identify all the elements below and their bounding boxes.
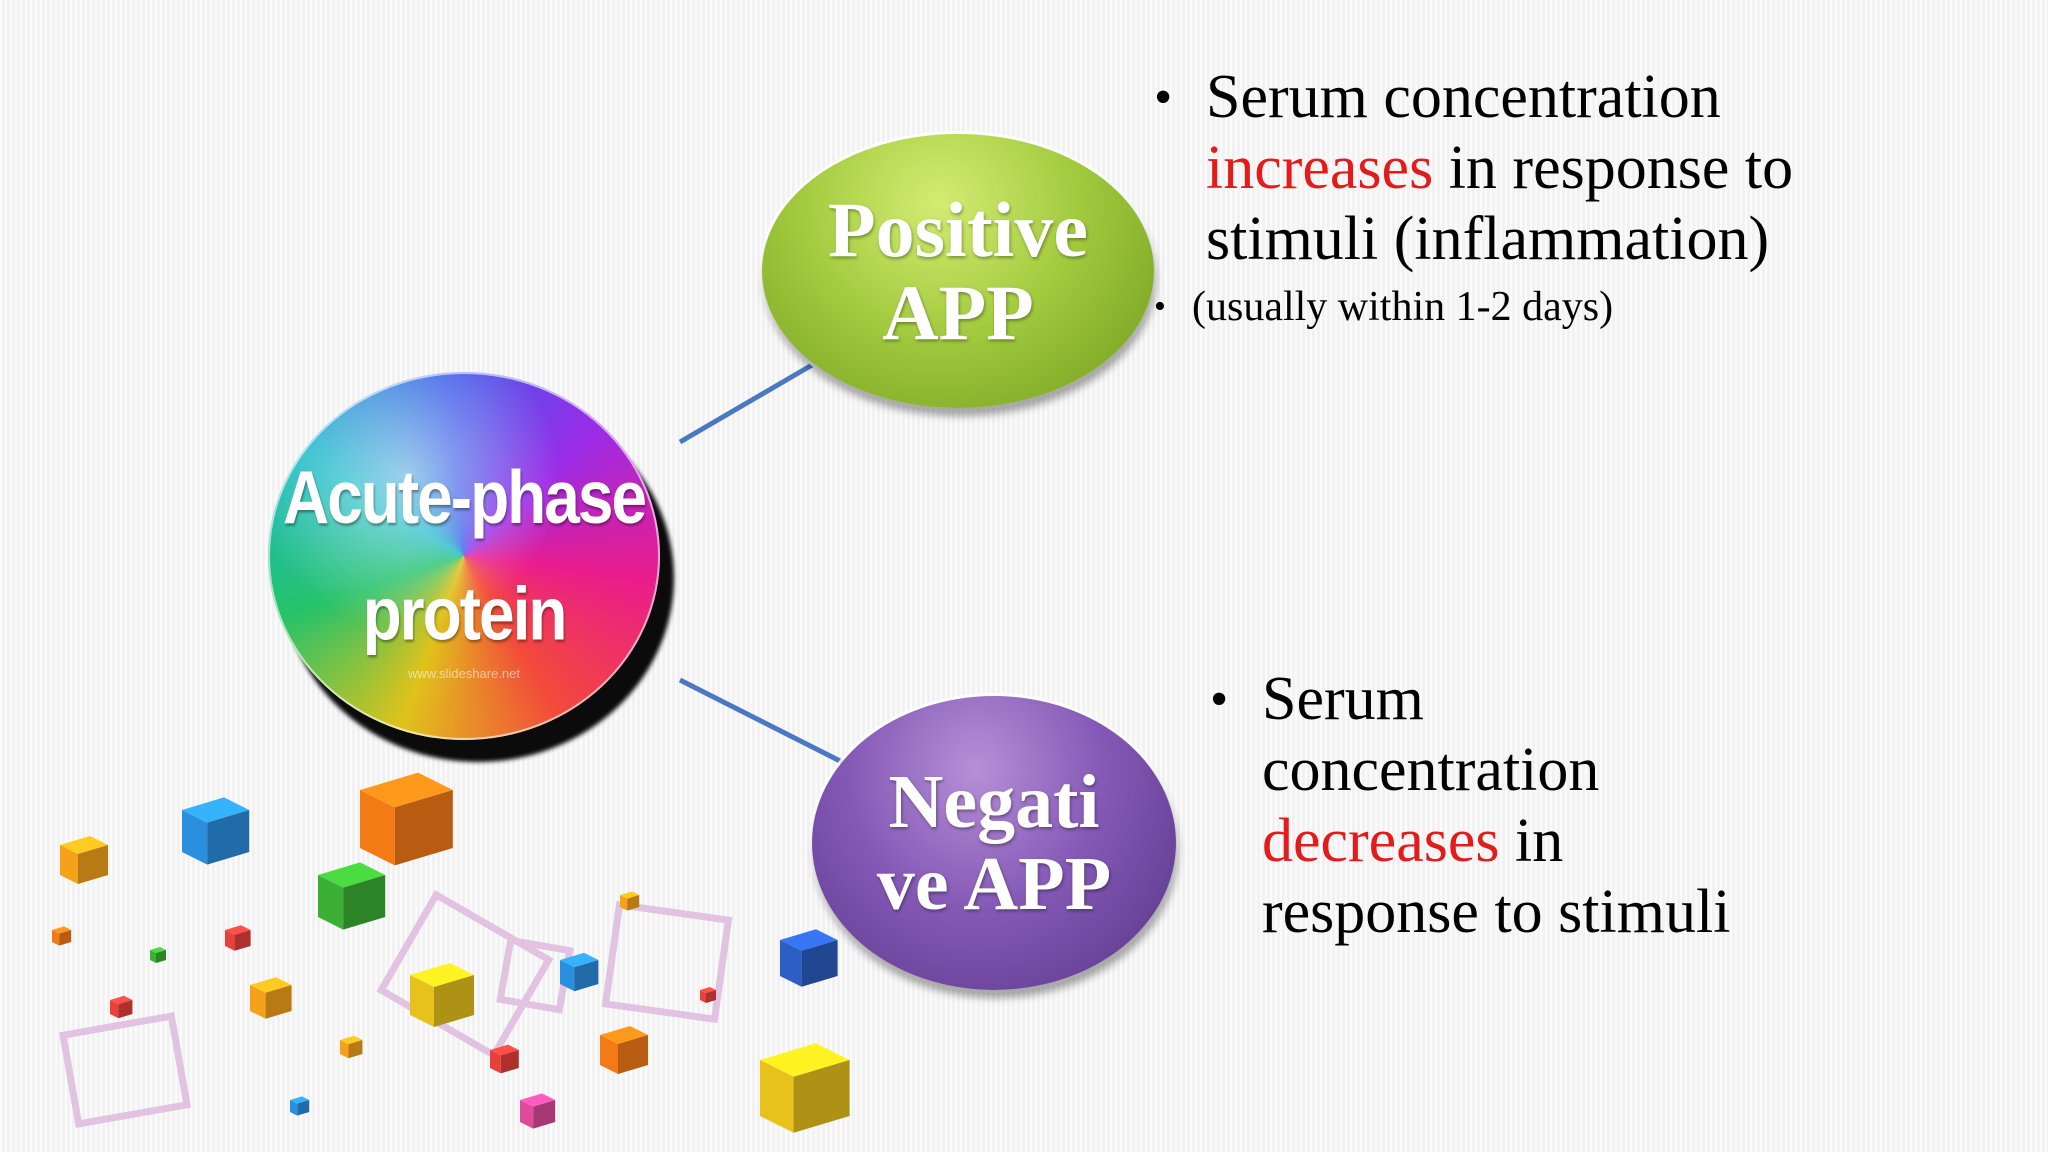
- decor-cube: [60, 836, 108, 884]
- positive-sub-bullet: (usually within 1-2 days): [1154, 281, 1794, 333]
- decor-cube: [560, 952, 599, 992]
- negative-label-line2: ve APP: [876, 842, 1112, 926]
- negative-label-line1: Negati: [888, 759, 1100, 844]
- decor-cube: [340, 1035, 363, 1059]
- decor-cube: [780, 929, 838, 987]
- decor-cube: [620, 891, 640, 911]
- decor-cube: [410, 963, 474, 1027]
- positive-label-line2: APP: [882, 269, 1034, 356]
- decor-cube: [110, 995, 133, 1019]
- decor-cube: [250, 977, 292, 1019]
- negative-app-node: Negati ve APP: [812, 696, 1176, 990]
- center-label-line2: protein: [362, 571, 568, 657]
- negative-app-description: Serum concentration decreases in respons…: [1210, 664, 1770, 948]
- positive-app-description: Serum concentration increases in respons…: [1154, 62, 1794, 333]
- decor-cube: [520, 1093, 556, 1129]
- decor-cube: [225, 925, 251, 951]
- positive-text-after: in response to stimuli (inflammation): [1206, 134, 1794, 273]
- connector-positive: [678, 362, 814, 445]
- positive-highlight-word: increases: [1206, 134, 1434, 202]
- negative-text-before: Serum concentration: [1262, 665, 1600, 804]
- decor-cube: [318, 862, 386, 930]
- connector-negative: [678, 677, 844, 765]
- decor-cube: [700, 987, 716, 1003]
- decor-cube: [150, 947, 166, 963]
- cube-layer: [52, 772, 850, 1133]
- negative-text-after: in response to stimuli: [1262, 807, 1731, 946]
- positive-app-node: Positive APP: [762, 134, 1154, 408]
- negative-app-label: Negati ve APP: [877, 761, 1111, 925]
- decor-cube: [182, 797, 250, 865]
- positive-app-label: Positive APP: [828, 185, 1088, 356]
- decor-cube: [600, 1026, 648, 1074]
- decor-cube: [360, 772, 453, 866]
- positive-label-line1: Positive: [828, 185, 1088, 273]
- outline-squares: [58, 890, 733, 1128]
- negative-main-bullet: Serum concentration decreases in respons…: [1210, 664, 1770, 948]
- positive-main-bullet: Serum concentration increases in respons…: [1154, 62, 1794, 275]
- negative-highlight-word: decreases: [1262, 807, 1500, 875]
- decor-cube: [490, 1044, 519, 1074]
- decor-cube: [290, 1096, 310, 1116]
- decor-cube: [760, 1043, 850, 1133]
- center-label-line1: Acute-phase: [282, 454, 647, 540]
- acute-phase-protein-node: Acute-phase protein www.slideshare.net: [268, 372, 660, 740]
- decor-cube: [52, 926, 72, 946]
- acute-phase-protein-label: Acute-phase protein: [282, 439, 647, 673]
- watermark-text: www.slideshare.net: [408, 665, 520, 681]
- positive-text-before: Serum concentration: [1206, 63, 1721, 131]
